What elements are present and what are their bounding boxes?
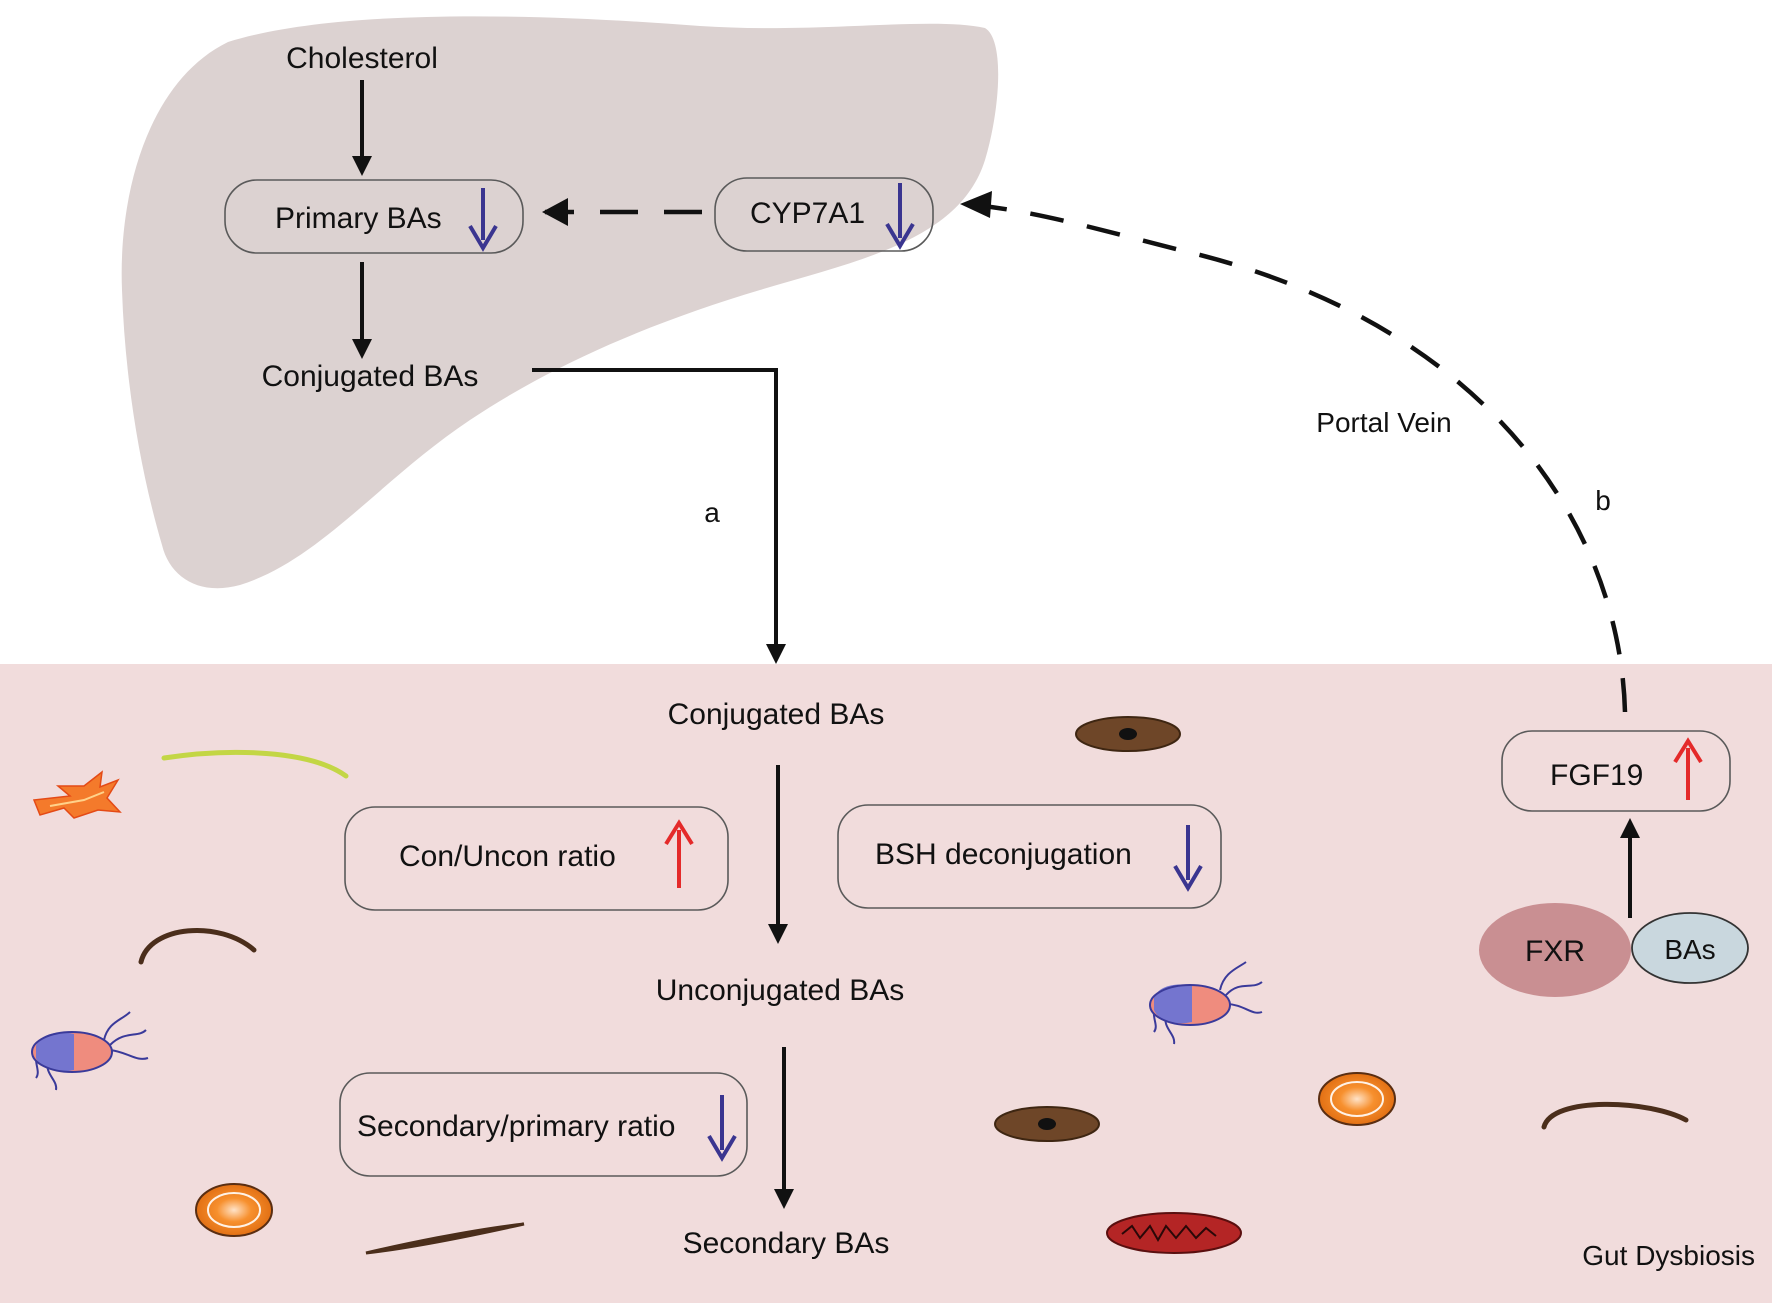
cyp7a1-box	[714, 177, 934, 252]
secondary-primary-ratio-down-arrow-icon	[707, 1095, 737, 1162]
bsh-deconjugation-box	[837, 804, 1222, 909]
bsh-deconjugation-label: BSH deconjugation	[875, 838, 1132, 871]
con-uncon-ratio-label: Con/Uncon ratio	[399, 840, 616, 873]
gut-dysbiosis-label: Gut Dysbiosis	[1582, 1240, 1755, 1271]
liver-conjugated-bas-label: Conjugated BAs	[262, 360, 479, 393]
rod-bacterium-icon	[365, 1222, 525, 1255]
pathway-b-label: b	[1595, 485, 1611, 516]
portal-vein-label: Portal Vein	[1316, 407, 1451, 438]
primary-bas-box	[224, 179, 524, 254]
pathway-a-label: a	[704, 497, 720, 528]
fgf19-box	[1501, 730, 1731, 812]
curved-bacterium-icon	[1541, 1101, 1689, 1130]
secondary-bas-label: Secondary BAs	[683, 1227, 890, 1260]
cyp7a1-down-arrow-icon	[885, 183, 915, 250]
flagellated-bacterium-icon	[31, 1011, 149, 1091]
rod-bacterium-icon	[161, 749, 349, 779]
curved-bacterium-icon	[138, 928, 257, 965]
secondary-primary-ratio-label: Secondary/primary ratio	[357, 1110, 675, 1143]
fxr-label: FXR	[1525, 935, 1585, 968]
pathway-b-arrowhead	[960, 191, 992, 218]
bas-ligand	[1631, 912, 1749, 984]
flagellated-bacterium-icon	[1149, 961, 1263, 1045]
cholesterol-label: Cholesterol	[286, 42, 438, 75]
spindle-bacterium-icon	[994, 1106, 1100, 1142]
con-uncon-ratio-up-arrow-icon	[664, 819, 694, 888]
secondary-primary-ratio-box	[339, 1072, 748, 1177]
liver-shape	[121, 16, 999, 589]
gut-region	[0, 664, 1772, 1303]
pathway-a-arrow	[532, 368, 786, 664]
fxr-receptor	[1479, 903, 1631, 997]
spindle-bacterium-icon	[1075, 716, 1181, 752]
unconjugated-bas-label: Unconjugated BAs	[656, 974, 905, 1007]
primary-bas-down-arrow-icon	[468, 188, 498, 252]
primary-bas-label: Primary BAs	[275, 202, 442, 235]
pathway-b-dashed-arrow	[974, 202, 1628, 713]
fgf19-label: FGF19	[1550, 759, 1643, 792]
coccus-bacterium-icon	[1318, 1072, 1396, 1126]
bsh-deconjugation-down-arrow-icon	[1173, 825, 1203, 892]
gut-conjugated-bas-label: Conjugated BAs	[668, 698, 885, 731]
spiral-bacterium-icon	[1106, 1212, 1242, 1254]
bas-label: BAs	[1664, 934, 1715, 965]
leaf-bacterium-icon	[32, 770, 122, 819]
con-uncon-ratio-box	[344, 806, 729, 911]
coccus-bacterium-icon	[195, 1183, 273, 1237]
cyp7a1-to-primary-arrowhead	[542, 198, 568, 226]
fgf19-up-arrow-icon	[1673, 737, 1703, 800]
cyp7a1-label: CYP7A1	[750, 197, 865, 230]
